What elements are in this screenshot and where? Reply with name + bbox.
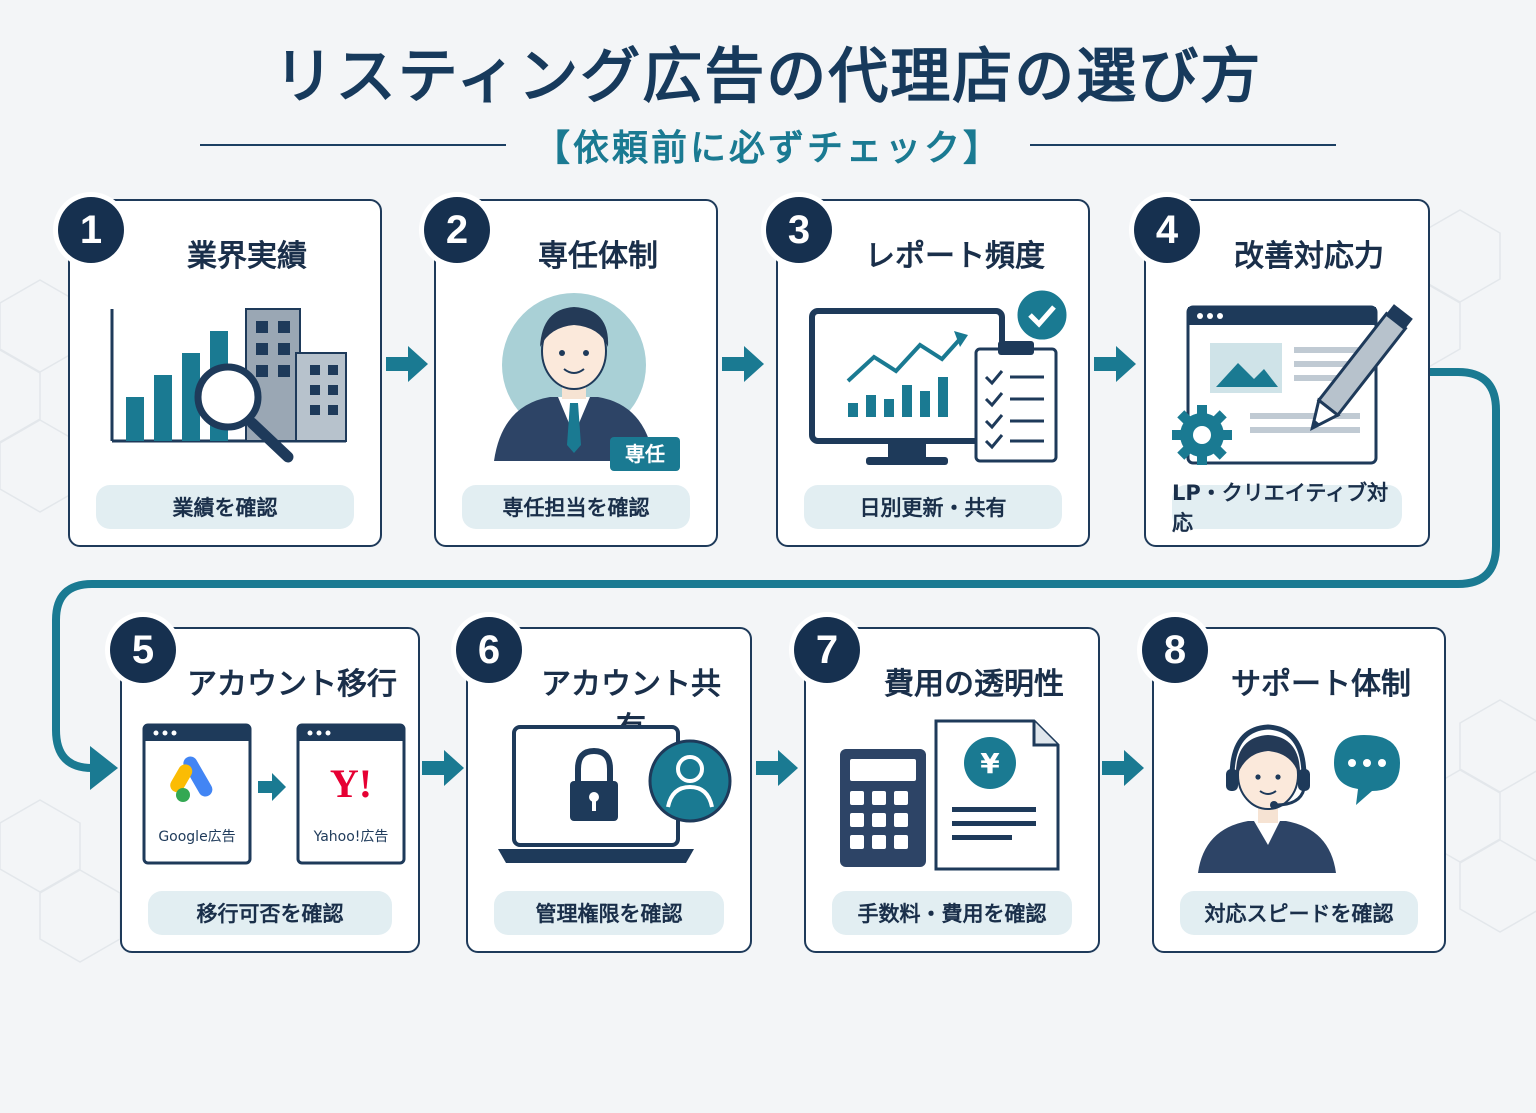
arrow-7-8 [1102, 750, 1144, 786]
arrow-6-7 [756, 750, 798, 786]
businessman-icon: 専任 [450, 285, 702, 685]
yahoo-ads-label: Yahoo!広告 [313, 829, 389, 845]
step-card-2: 専任体制 専任 専任担当を確認 [434, 199, 718, 547]
subtitle-row: 【依頼前に必ずチェック】 [200, 118, 1337, 172]
step-badge-1: 1 [58, 197, 124, 263]
step-check-7: 手数料・費用を確認 [832, 891, 1072, 935]
dedicated-tag: 専任 [625, 442, 665, 466]
step-card-3: レポート頻度 日別更新・共有 [776, 199, 1090, 547]
flow-connector [52, 368, 1500, 790]
step-card-4: 改善対応力 LP・クリエイティブ対応 [1144, 199, 1430, 547]
laptop-lock-user-icon [482, 713, 736, 1113]
step-title-7: 費用の透明性 [884, 667, 1064, 702]
step-title-1: 業界実績 [187, 239, 307, 274]
step-card-1: 業界実績 業績を確認 [68, 199, 382, 547]
step-title-2: 専任体制 [538, 239, 658, 274]
step-card-8: サポート体制 対応スピードを確認 [1152, 627, 1446, 953]
calculator-invoice-icon: ¥ [820, 713, 1084, 1113]
google-ads-label: Google広告 [158, 829, 235, 845]
step-card-7: 費用の透明性 ¥ 手数料・費用を確認 [804, 627, 1100, 953]
webpage-gear-pencil-icon [1160, 285, 1414, 685]
step-check-8: 対応スピードを確認 [1180, 891, 1418, 935]
arrow-1-2 [386, 346, 428, 382]
arrow-2-3 [722, 346, 764, 382]
account-migration-icon: Google広告 Y! Yahoo!広告 [136, 713, 406, 1113]
step-badge-6: 6 [456, 617, 522, 683]
yen-symbol: ¥ [980, 747, 1000, 780]
step-title-5: アカウント移行 [187, 667, 397, 702]
step-card-6: アカウント共有 管理権限を確認 [466, 627, 752, 953]
step-check-4: LP・クリエイティブ対応 [1172, 481, 1402, 535]
step-badge-3: 3 [766, 197, 832, 263]
step-badge-5: 5 [110, 617, 176, 683]
step-title-8: サポート体制 [1231, 667, 1411, 702]
step-badge-2: 2 [424, 197, 490, 263]
step-title-4: 改善対応力 [1234, 239, 1384, 274]
page-title: リスティング広告の代理店の選び方 [273, 42, 1263, 112]
chart-buildings-magnifier-icon [84, 285, 366, 685]
subtitle-divider-left [200, 144, 506, 146]
step-check-1: 業績を確認 [96, 485, 354, 529]
step-check-5: 移行可否を確認 [148, 891, 392, 935]
step-check-3: 日別更新・共有 [804, 485, 1062, 529]
step-card-5: アカウント移行 Google広告 Y! Yahoo!広告 移行可否を確認 [120, 627, 420, 953]
monitor-report-checklist-icon [792, 285, 1074, 685]
step-check-6: 管理権限を確認 [494, 891, 724, 935]
subtitle: 【依頼前に必ずチェック】 [534, 128, 1003, 169]
step-check-2: 専任担当を確認 [462, 485, 690, 529]
step-badge-7: 7 [794, 617, 860, 683]
arrow-5-6 [422, 750, 464, 786]
arrow-3-4 [1094, 346, 1136, 382]
subtitle-divider-right [1030, 144, 1337, 146]
support-headset-icon [1168, 713, 1430, 1113]
step-badge-8: 8 [1142, 617, 1208, 683]
step-badge-4: 4 [1134, 197, 1200, 263]
yahoo-logo: Y! [330, 761, 372, 806]
step-title-3: レポート頻度 [865, 239, 1045, 274]
